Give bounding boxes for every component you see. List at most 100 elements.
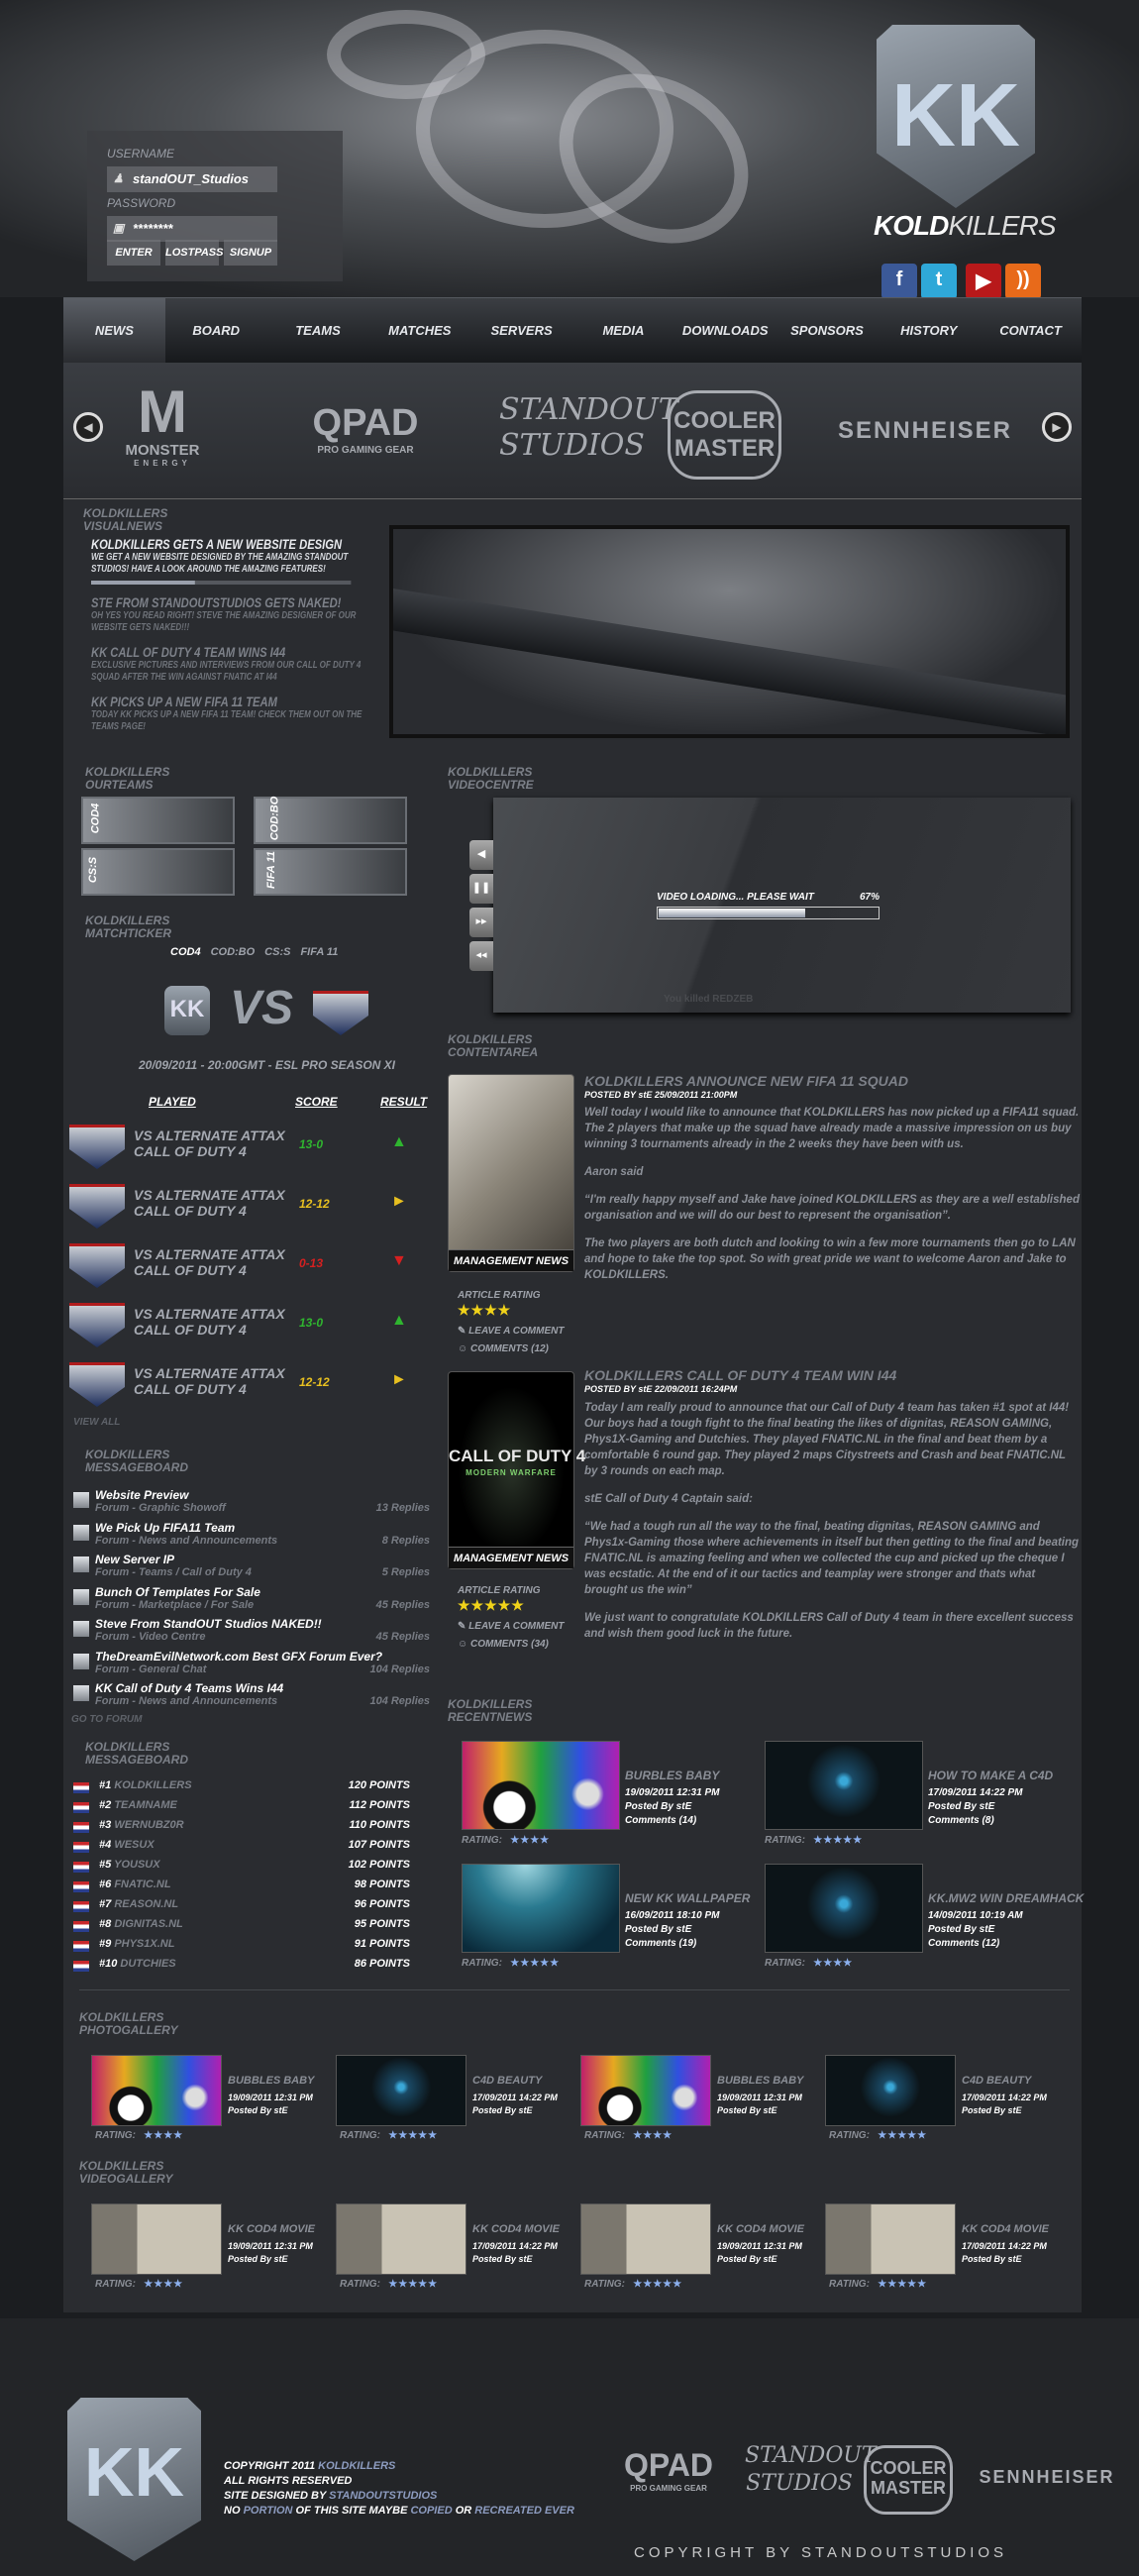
twitter-icon[interactable]: t [921, 264, 957, 299]
gallery-thumbnail[interactable] [825, 2203, 956, 2275]
ticker-tab-css[interactable]: CS:S [264, 946, 291, 958]
footer-logo[interactable]: KK [67, 2398, 201, 2561]
rss-icon[interactable]: )) [1005, 264, 1041, 299]
video-player[interactable]: VIDEO LOADING... PLEASE WAIT 67% You kil… [493, 798, 1071, 1013]
nav-contact[interactable]: CONTACT [999, 323, 1062, 338]
fast-forward-icon[interactable]: ▸▸ [469, 908, 493, 937]
gallery-title[interactable]: KK COD4 MOVIE [228, 2223, 316, 2235]
team-css[interactable]: CS:S [81, 848, 235, 896]
news-title[interactable]: BURBLES BABY [625, 1769, 720, 1782]
nav-sponsors[interactable]: SPONSORS [790, 323, 864, 338]
carousel-next-icon[interactable]: ▶ [1042, 412, 1072, 442]
carousel-prev-icon[interactable]: ◀ [73, 412, 103, 442]
leave-comment-link[interactable]: ✎ LEAVE A COMMENT [458, 1621, 565, 1632]
gallery-thumbnail[interactable] [336, 2203, 466, 2275]
gallery-thumbnail[interactable] [91, 2055, 222, 2126]
sponsor-sennheiser[interactable]: SENNHEISER [837, 417, 1013, 444]
koldkillers-logo[interactable]: KK [877, 25, 1035, 208]
enter-button[interactable]: ENTER [107, 240, 160, 266]
leave-comment-link[interactable]: ✎ LEAVE A COMMENT [458, 1326, 565, 1337]
news-thumbnail[interactable] [765, 1864, 923, 1953]
youtube-icon[interactable]: ▶ [966, 264, 1001, 299]
news-comments[interactable]: Comments (8) [928, 1815, 994, 1826]
nav-board[interactable]: BOARD [192, 323, 241, 338]
news-thumbnail[interactable] [462, 1864, 620, 1953]
comments-link[interactable]: ☺ COMMENTS (34) [458, 1639, 549, 1650]
forum-thread[interactable]: Steve From StandOUT Studios NAKED!!Forum… [73, 1617, 430, 1649]
nav-history[interactable]: HISTORY [900, 323, 958, 338]
team-fifa11[interactable]: FIFA 11 [254, 848, 407, 896]
team-codbo[interactable]: COD:BO [254, 797, 407, 844]
news-comments[interactable]: Comments (19) [625, 1938, 697, 1949]
visualnews-featured-image[interactable] [389, 525, 1070, 738]
news-title[interactable]: NEW KK WALLPAPER [625, 1891, 751, 1905]
gallery-thumbnail[interactable] [91, 2203, 222, 2275]
gallery-title[interactable]: KK COD4 MOVIE [472, 2223, 561, 2235]
team-cod4[interactable]: COD4 [81, 797, 235, 844]
news-title[interactable]: KK.MW2 WIN DREAMHACK [928, 1891, 1085, 1905]
article-image[interactable]: CALL OF DUTY 4 MODERN WARFARE MANAGEMENT… [448, 1371, 585, 1569]
facebook-icon[interactable]: f [881, 264, 917, 299]
nav-servers[interactable]: SERVERS [490, 323, 553, 338]
visualnews-item[interactable]: STE FROM STANDOUTSTUDIOS GETS NAKED!OH Y… [91, 594, 357, 633]
ticker-tab-cod4[interactable]: COD4 [170, 946, 201, 958]
article-title[interactable]: KOLDKILLERS CALL OF DUTY 4 TEAM WIN I44 [584, 1367, 897, 1383]
gallery-title[interactable]: BUBBLES BABY [228, 2075, 315, 2087]
view-all-link[interactable]: VIEW ALL [73, 1417, 121, 1428]
sponsor-coolermaster[interactable]: COOLER MASTER [668, 390, 781, 480]
footer-sponsor-standout[interactable]: STANDOUT STUDIOS [745, 2443, 877, 2496]
nav-teams[interactable]: TEAMS [295, 323, 341, 338]
username-input[interactable]: ♟standOUT_Studios [107, 166, 277, 192]
gallery-thumbnail[interactable] [580, 2055, 711, 2126]
footer-sponsor-sennheiser[interactable]: SENNHEISER [979, 2467, 1115, 2487]
comments-link[interactable]: ☺ COMMENTS (12) [458, 1343, 549, 1354]
ticker-tab-codbo[interactable]: COD:BO [210, 946, 256, 958]
news-thumbnail[interactable] [462, 1741, 620, 1830]
nav-media[interactable]: MEDIA [602, 323, 645, 338]
news-thumbnail[interactable] [765, 1741, 923, 1830]
gallery-thumbnail[interactable] [825, 2055, 956, 2126]
signup-button[interactable]: SIGNUP [224, 240, 277, 266]
nav-downloads[interactable]: DOWNLOADS [681, 323, 769, 338]
gallery-title[interactable]: C4D BEAUTY [962, 2075, 1032, 2087]
gallery-title[interactable]: C4D BEAUTY [472, 2075, 543, 2087]
nav-matches[interactable]: MATCHES [388, 323, 452, 338]
article-image[interactable]: MANAGEMENT NEWS [448, 1074, 574, 1272]
gallery-thumbnail[interactable] [580, 2203, 711, 2275]
news-comments[interactable]: Comments (12) [928, 1938, 1000, 1949]
gallery-title[interactable]: KK COD4 MOVIE [717, 2223, 805, 2235]
forum-thread[interactable]: TheDreamEvilNetwork.com Best GFX Forum E… [73, 1650, 430, 1681]
rewind-icon[interactable]: ◂◂ [469, 941, 493, 971]
gallery-title[interactable]: KK COD4 MOVIE [962, 2223, 1050, 2235]
pause-icon[interactable]: ❚❚ [469, 874, 493, 904]
